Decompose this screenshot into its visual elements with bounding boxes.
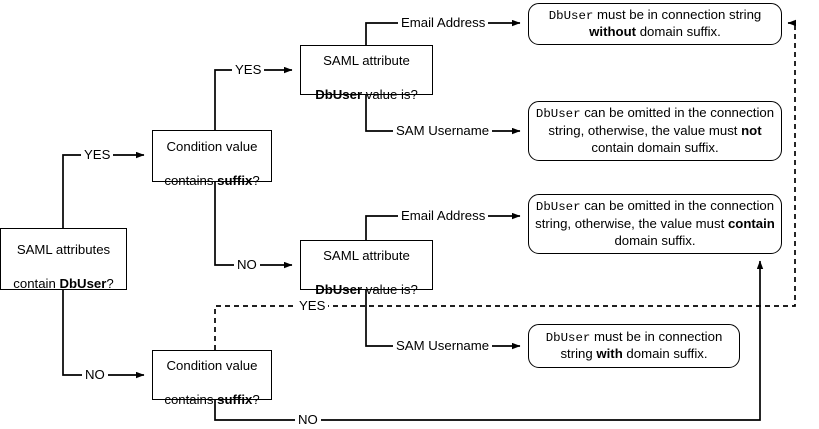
- edge-label-attr-top-email-address: Email Address: [398, 15, 489, 31]
- edge-label-attr-bottom-sam-username: SAM Username: [393, 338, 493, 354]
- node-line-2-post: value is?: [362, 86, 418, 102]
- edge-start-yes: [62, 151, 145, 228]
- dbuser-mono-token: DbUser: [535, 200, 581, 215]
- node-line-2-post: ?: [252, 172, 260, 188]
- edge-label-cond-top-no: NO: [234, 257, 260, 273]
- edge-cond-bottom-yes: [214, 19, 796, 350]
- node-text-b: contain domain suffix.: [591, 139, 719, 155]
- node-label: DbUser can be omitted in the connection …: [529, 105, 781, 157]
- node-label: SAML attribute DbUser value is?: [309, 231, 424, 299]
- node-text-a: can be omitted in the connection string,…: [548, 105, 775, 139]
- node-label: DbUser can be omitted in the connection …: [529, 198, 781, 250]
- node-text-bold: with: [596, 346, 623, 362]
- edge-label-cond-top-yes: YES: [232, 62, 265, 78]
- node-line-2-bold: DbUser: [315, 86, 363, 102]
- edge-label-start-yes: YES: [81, 147, 114, 163]
- edge-label-cond-bottom-yes: YES: [296, 298, 329, 314]
- node-line-2-post: ?: [252, 391, 260, 407]
- edge-start-no: [62, 290, 145, 379]
- node-text-a: can be omitted in the connection string,…: [535, 198, 775, 232]
- node-line-1: Condition value: [166, 139, 258, 155]
- node-text-b: domain suffix.: [614, 232, 696, 248]
- node-saml-attribute-dbuser-value-top[interactable]: SAML attribute DbUser value is?: [300, 45, 433, 102]
- node-line-2-bold: DbUser: [315, 281, 363, 297]
- node-result-omitted-or-not-contain-domain-suffix[interactable]: DbUser can be omitted in the connection …: [528, 101, 782, 161]
- node-line-2-post: value is?: [362, 281, 418, 297]
- node-text-a: must be in connection string: [593, 6, 762, 22]
- node-text-bold: contain: [727, 216, 775, 232]
- dbuser-mono-token: DbUser: [535, 107, 581, 122]
- node-text-bold: without: [589, 24, 637, 40]
- node-text-b: domain suffix.: [636, 24, 721, 40]
- node-line-2-pre: contains: [164, 172, 218, 188]
- edge-label-attr-top-sam-username: SAM Username: [393, 123, 493, 139]
- dbuser-mono-token: DbUser: [548, 8, 594, 23]
- node-line-2-bold: suffix: [217, 391, 253, 407]
- node-saml-attribute-dbuser-value-bottom[interactable]: SAML attribute DbUser value is?: [300, 240, 433, 297]
- node-line-2-bold: suffix: [217, 172, 253, 188]
- node-label: SAML attributes contain DbUser?: [7, 225, 119, 293]
- node-line-1: SAML attribute: [323, 248, 410, 264]
- node-label: DbUser must be in connection string with…: [529, 7, 781, 42]
- node-label: DbUser must be in connection string with…: [529, 329, 739, 364]
- edge-cond-top-yes: [214, 66, 293, 130]
- node-line-2-post: ?: [106, 275, 114, 291]
- node-text-bold: not: [741, 123, 762, 139]
- node-result-omitted-or-contain-domain-suffix[interactable]: DbUser can be omitted in the connection …: [528, 194, 782, 254]
- edge-label-start-no: NO: [82, 367, 108, 383]
- node-line-1: Condition value: [166, 358, 258, 374]
- node-condition-value-contains-suffix-bottom[interactable]: Condition value contains suffix?: [152, 350, 272, 407]
- node-text-b: domain suffix.: [622, 346, 708, 362]
- dbuser-mono-token: DbUser: [545, 330, 591, 345]
- node-label: Condition value contains suffix?: [158, 122, 265, 190]
- edge-label-attr-bottom-email-address: Email Address: [398, 208, 489, 224]
- node-line-1: SAML attributes: [16, 242, 111, 258]
- node-label: Condition value contains suffix?: [158, 341, 265, 409]
- node-result-must-be-without-domain-suffix[interactable]: DbUser must be in connection string with…: [528, 3, 782, 45]
- node-line-2-bold: DbUser: [59, 275, 107, 291]
- node-line-1: SAML attribute: [323, 53, 410, 69]
- node-line-2-pre: contains: [164, 391, 218, 407]
- node-result-must-be-with-domain-suffix[interactable]: DbUser must be in connection string with…: [528, 324, 740, 368]
- node-line-2-pre: contain: [13, 275, 60, 291]
- node-saml-attributes-contain-dbuser[interactable]: SAML attributes contain DbUser?: [0, 225, 127, 293]
- edge-cond-top-no: [214, 182, 293, 269]
- edge-label-cond-bottom-no: NO: [295, 412, 321, 428]
- node-label: SAML attribute DbUser value is?: [309, 36, 424, 104]
- node-text-a: must be in connection string: [560, 328, 723, 362]
- node-condition-value-contains-suffix-top[interactable]: Condition value contains suffix?: [152, 130, 272, 188]
- edge-cond-bottom-no: [214, 260, 764, 421]
